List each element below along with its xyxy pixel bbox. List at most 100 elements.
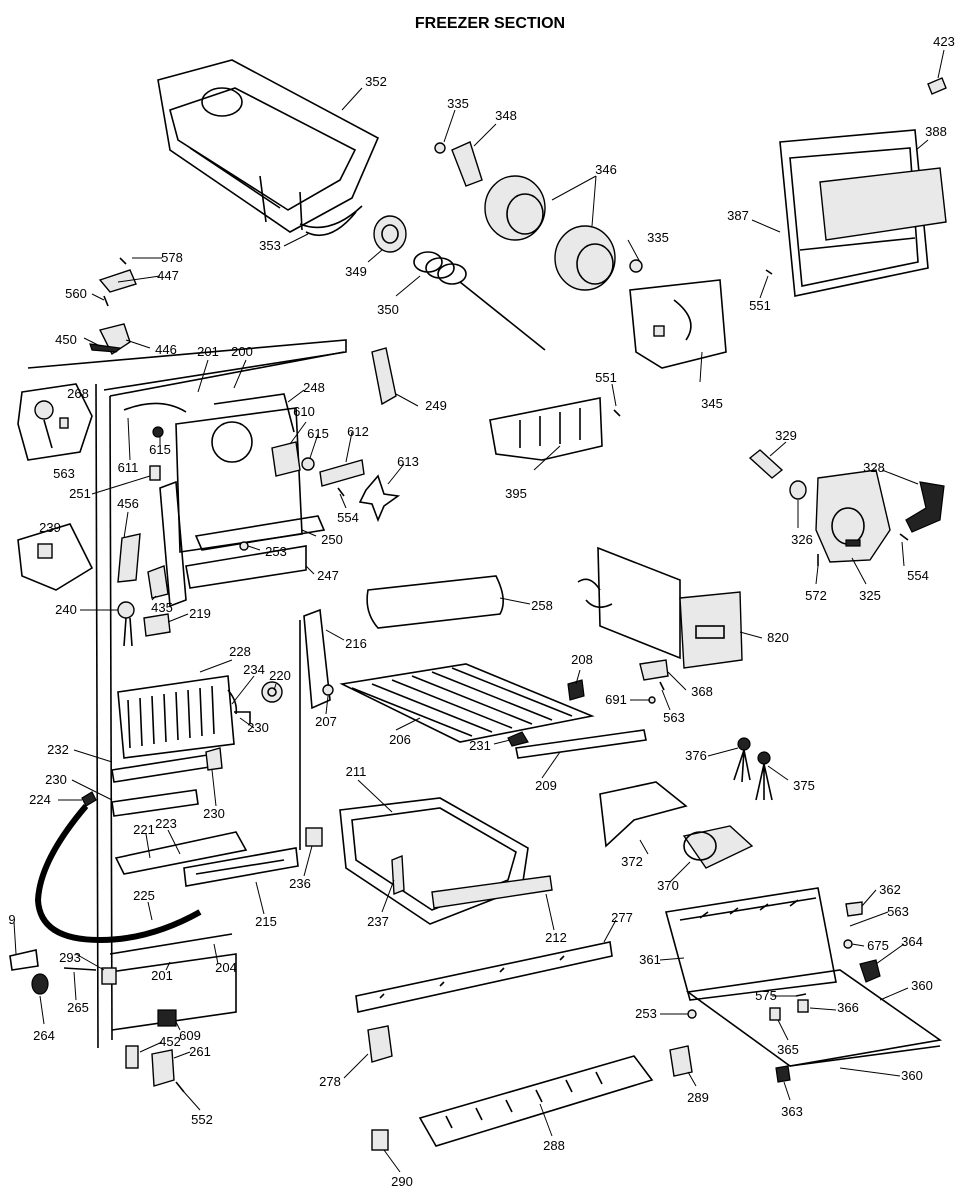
callout-293: 293	[59, 950, 81, 965]
part-239-switch-housing	[17, 523, 94, 591]
part-277-rail	[355, 941, 613, 1013]
callout-211: 211	[346, 764, 367, 779]
part-364-switch	[859, 959, 881, 983]
callout-368: 368	[691, 684, 713, 699]
callout-215: 215	[255, 914, 277, 929]
callout-820: 820	[767, 630, 789, 645]
part-253-screw-b	[687, 1009, 697, 1019]
callout-691: 691	[605, 692, 627, 707]
part-293-clip	[101, 967, 117, 985]
part-335-washer-b	[629, 259, 643, 273]
part-268-lamp-socket	[17, 383, 93, 461]
callout-361: 361	[639, 952, 661, 967]
callout-353: 353	[259, 238, 281, 253]
callout-352: 352	[365, 74, 387, 89]
part-325-motor-assembly	[815, 469, 891, 563]
part-820-ice-maker	[577, 546, 743, 669]
part-290-clip	[371, 1129, 389, 1151]
part-253-screw-a	[239, 541, 249, 551]
callout-288: 288	[543, 1138, 565, 1153]
callout-230-a: 230	[247, 720, 269, 735]
callout-610: 610	[293, 404, 315, 419]
part-231-clip	[507, 731, 529, 747]
callout-200: 200	[231, 344, 253, 359]
callout-220: 220	[269, 668, 291, 683]
part-388-chute-door	[819, 167, 947, 241]
callout-204: 204	[215, 960, 237, 975]
callout-456: 456	[117, 496, 139, 511]
part-219-heater	[143, 613, 171, 637]
callout-290: 290	[391, 1174, 413, 1189]
part-575-screw	[795, 993, 807, 997]
callout-348: 348	[495, 108, 517, 123]
callout-236: 236	[289, 876, 311, 891]
part-578-screw	[119, 257, 127, 265]
part-drawings	[9, 59, 947, 1151]
callout-452: 452	[159, 1034, 181, 1049]
callout-278: 278	[319, 1074, 341, 1089]
callout-363: 363	[781, 1104, 803, 1119]
callout-572: 572	[805, 588, 827, 603]
callout-563-a: 563	[53, 466, 75, 481]
part-228-evaporator-coil	[117, 675, 235, 759]
part-613-fan-blade	[358, 474, 401, 523]
callout-258: 258	[531, 598, 553, 613]
callout-207: 207	[315, 714, 337, 729]
part-365-grommet	[769, 1007, 781, 1021]
callout-575: 575	[755, 988, 777, 1003]
callout-265: 265	[67, 1000, 89, 1015]
callout-253-a: 253	[265, 544, 287, 559]
part-212-handle	[431, 875, 553, 909]
callout-230-c: 230	[203, 806, 225, 821]
callout-551-a: 551	[749, 298, 771, 313]
callout-435: 435	[151, 600, 173, 615]
part-447-bracket	[98, 269, 137, 293]
callout-231: 231	[469, 738, 491, 753]
part-240-connector	[117, 601, 135, 647]
callout-201-b: 201	[151, 968, 173, 983]
callout-446: 446	[155, 342, 177, 357]
callout-613: 613	[397, 454, 419, 469]
part-352-ice-bucket	[157, 59, 380, 237]
part-435-switch-cover	[147, 565, 169, 599]
callout-615-a: 615	[149, 442, 171, 457]
callout-366: 366	[837, 1000, 859, 1015]
callout-251: 251	[69, 486, 91, 501]
callout-250: 250	[321, 532, 343, 547]
callout-239: 239	[39, 520, 61, 535]
part-328-cover	[905, 481, 945, 533]
part-560-screw	[103, 295, 109, 307]
callout-labels: 423 352 335 348 346 388 387 353 349 335 …	[8, 34, 954, 1189]
part-348-blade	[451, 141, 483, 187]
callout-350: 350	[377, 302, 399, 317]
part-335-washer-a	[434, 142, 446, 154]
callout-329: 329	[775, 428, 797, 443]
part-563-fastener-b	[659, 681, 665, 691]
callout-335-b: 335	[647, 230, 669, 245]
diagram-title: FREEZER SECTION	[415, 15, 565, 32]
callout-225: 225	[133, 888, 155, 903]
callout-349: 349	[345, 264, 367, 279]
callout-372: 372	[621, 854, 643, 869]
leader-lines	[13, 49, 945, 1173]
part-247-shield	[185, 545, 307, 589]
part-237-pivot	[391, 854, 405, 896]
callout-230-b: 230	[45, 772, 67, 787]
callout-221: 221	[133, 822, 155, 837]
part-208-clip	[567, 679, 585, 701]
callout-362: 362	[879, 882, 901, 897]
part-615-knob-a	[152, 426, 164, 438]
part-329-shaft	[748, 449, 784, 479]
callout-228: 228	[229, 644, 251, 659]
part-366-grommet	[797, 999, 809, 1013]
callout-395: 395	[505, 486, 527, 501]
callout-450: 450	[55, 332, 77, 347]
callout-206: 206	[389, 732, 411, 747]
part-615-knob-b	[301, 457, 315, 471]
callout-264: 264	[33, 1028, 55, 1043]
callout-345: 345	[701, 396, 723, 411]
part-372-cover	[599, 781, 688, 848]
callout-209: 209	[535, 778, 557, 793]
callout-388: 388	[925, 124, 947, 139]
